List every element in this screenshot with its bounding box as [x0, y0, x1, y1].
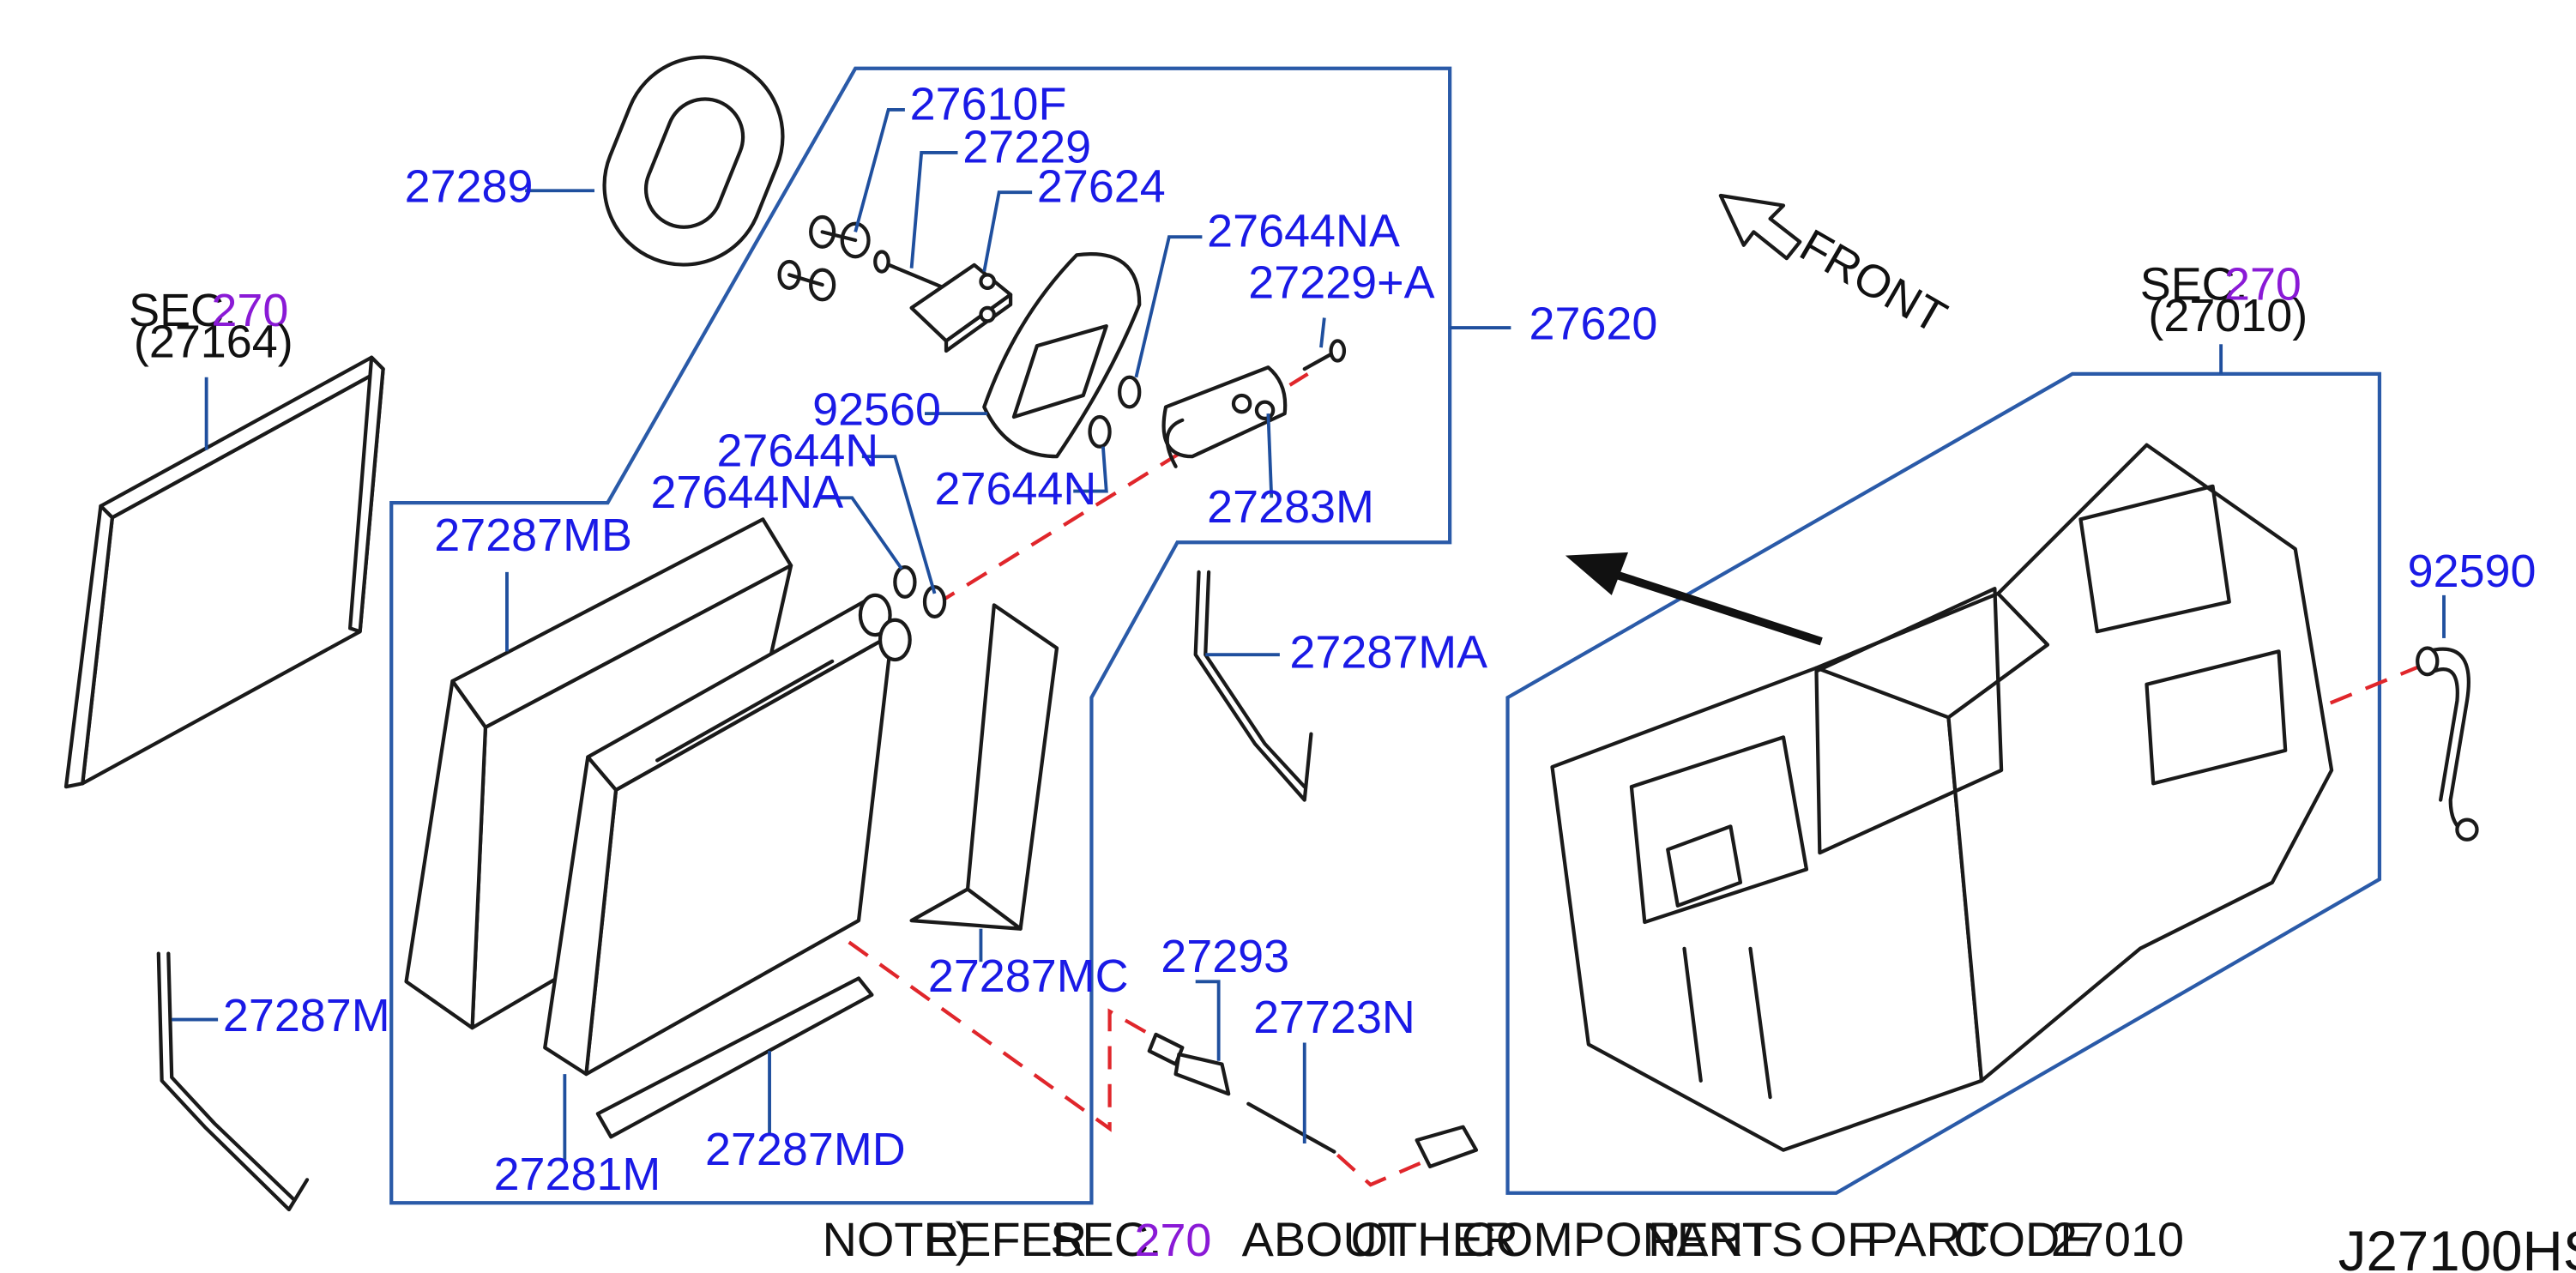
thermo-sensor-part [1246, 1101, 1479, 1169]
reference-note: NOTE) REFER SEC. 270 ABOUT OTHER COMPONE… [823, 1212, 2184, 1266]
note-word: PARTS [1648, 1212, 1803, 1266]
note-word: OTHER [1351, 1212, 1518, 1266]
drain-hose-lower-part [156, 951, 310, 1212]
wedge-seal-part [909, 603, 1059, 931]
heater-unit-part [1550, 443, 2334, 1152]
section-prefix: SEC. [129, 285, 237, 336]
part-label-27620[interactable]: 27620 [1529, 298, 1658, 349]
heater-unit-frame [1505, 371, 2382, 1195]
cabin-filter-part [63, 355, 385, 789]
part-label-27644NA[interactable]: 27644NA [1207, 206, 1400, 257]
section-ref-left: SEC. 270 (27164) [129, 285, 293, 368]
part-label-27287MC[interactable]: 27287MC [928, 950, 1129, 1002]
drain-hose-right-part [2416, 646, 2479, 842]
flange-bolt-part [1302, 339, 1347, 371]
section-code: (27010) [2148, 290, 2308, 341]
part-label-27644N-right[interactable]: 27644N [935, 463, 1097, 515]
note-word: 27010 [2051, 1212, 2184, 1266]
front-label: FRONT [1791, 220, 1955, 344]
part-label-27287MB[interactable]: 27287MB [434, 510, 632, 561]
part-label-92560[interactable]: 92560 [812, 384, 941, 436]
part-label-27610F[interactable]: 27610F [910, 78, 1067, 130]
o-ring-parts [893, 375, 1142, 619]
seal-ring-part [602, 55, 785, 267]
part-label-27644N[interactable]: 27644N [716, 425, 878, 477]
section-prefix: SEC. [2140, 258, 2248, 310]
insulator-part [982, 252, 1142, 459]
part-label-27289[interactable]: 27289 [405, 161, 534, 213]
expansion-valve-part [909, 262, 1013, 353]
pipe-flange-part [1161, 365, 1288, 468]
note-word: CODE [1953, 1212, 2091, 1266]
bottom-seal-part [595, 976, 874, 1139]
section-code: (27164) [134, 317, 293, 368]
evaporator-assembly-frame [389, 66, 1452, 1205]
note-word: COMPONENT [1462, 1212, 1773, 1266]
valve-cap-part [777, 214, 871, 302]
section-number[interactable]: 270 [2224, 258, 2302, 310]
part-label-27281M[interactable]: 27281M [494, 1149, 661, 1200]
part-label-27229-plus-a[interactable]: 27229+A [1248, 256, 1434, 308]
note-section-number[interactable]: 270 [1134, 1215, 1211, 1266]
part-label-92590[interactable]: 92590 [2408, 546, 2537, 597]
note-word: SEC. [1050, 1212, 1161, 1266]
note-word: OF [1810, 1212, 1877, 1266]
evaporator-part [543, 593, 912, 1077]
part-label-27287MD[interactable]: 27287MD [705, 1124, 906, 1175]
sensor-part [1147, 1032, 1231, 1096]
leader-lines [172, 107, 2446, 1161]
drain-hose-upper-part [1193, 570, 1313, 802]
note-word: ABOUT [1242, 1212, 1407, 1266]
note-word: PART [1866, 1212, 1989, 1266]
part-label-27283M[interactable]: 27283M [1207, 481, 1374, 533]
part-label-27723N[interactable]: 27723N [1253, 992, 1415, 1043]
bolt-part [873, 250, 947, 290]
note-prefix: NOTE) [823, 1212, 972, 1266]
front-arrow-icon [1718, 193, 1802, 261]
direction-arrow [1565, 552, 1823, 646]
part-label-27624[interactable]: 27624 [1037, 161, 1166, 213]
section-ref-right: SEC. 270 (27010) [2140, 258, 2308, 341]
part-label-27229[interactable]: 27229 [962, 122, 1091, 173]
note-word: REFER [925, 1212, 1087, 1266]
part-label-27287MA[interactable]: 27287MA [1289, 627, 1487, 679]
section-number[interactable]: 270 [211, 285, 288, 336]
dashed-connection-lines [755, 372, 2425, 1187]
part-label-27293[interactable]: 27293 [1161, 931, 1289, 982]
part-label-27644NA-lower[interactable]: 27644NA [650, 467, 843, 518]
part-label-27287M[interactable]: 27287M [223, 990, 390, 1041]
drawing-code: J27100HS [2338, 1220, 2576, 1273]
